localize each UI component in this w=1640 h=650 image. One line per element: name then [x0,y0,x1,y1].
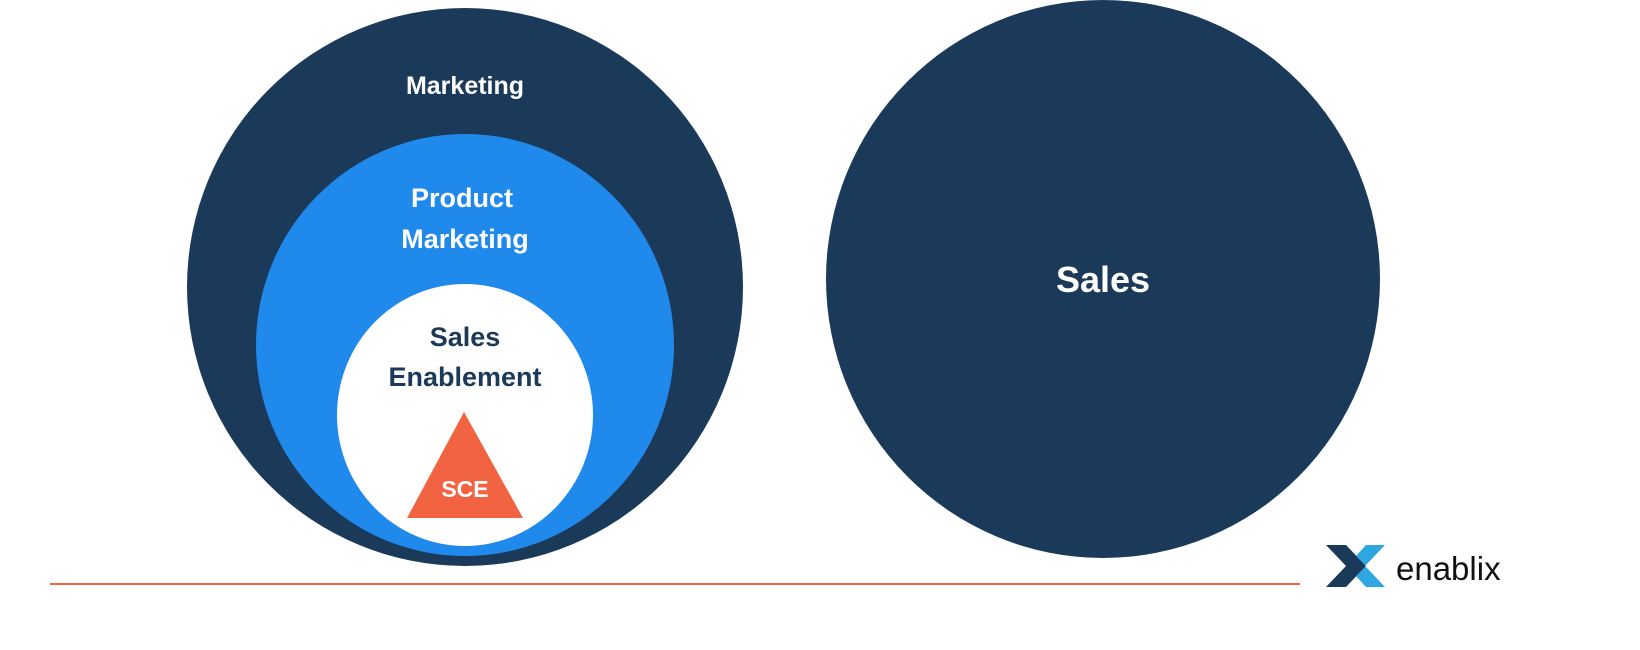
marketing-label: Marketing [406,72,524,100]
enablix-logo-text: enablix [1396,550,1501,587]
sales-label: Sales [1056,259,1150,300]
sales-enablement-label-line2: Enablement [388,362,541,392]
sce-label: SCE [441,476,488,502]
product-marketing-label-line2: Marketing [401,224,529,254]
sales-enablement-label-line1: Sales [430,322,501,352]
sales-circle [826,0,1380,558]
enablix-logo-icon [1326,545,1385,587]
product-marketing-label-line1: Product [411,183,513,213]
sce-triangle [407,412,523,518]
